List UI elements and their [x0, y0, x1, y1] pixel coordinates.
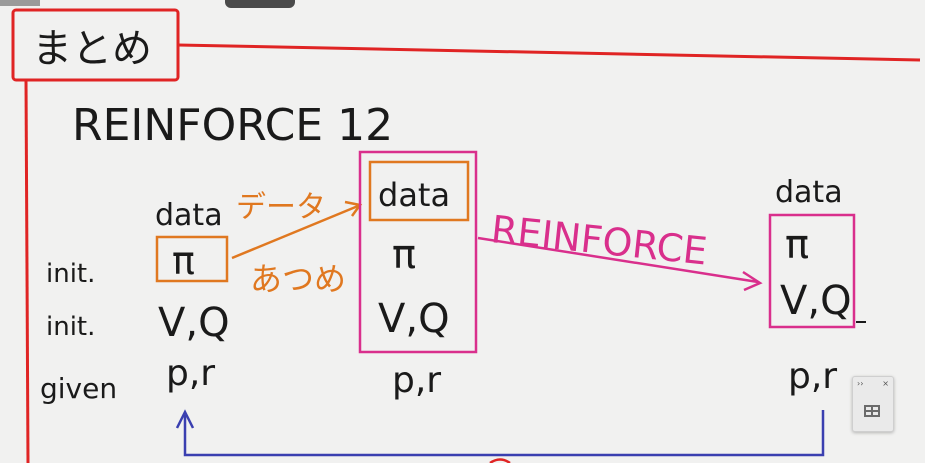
middle-data-box	[368, 160, 470, 222]
right-item-pr: p,r	[788, 356, 837, 397]
frame-left-line	[24, 79, 30, 463]
middle-item-value-q: V,Q	[378, 296, 450, 342]
right-item-value-q: V,Q	[780, 278, 852, 324]
title-text: まとめ	[32, 26, 152, 72]
left-item-pr: p,r	[166, 353, 215, 394]
orange-arrow-top-label: データ	[236, 190, 326, 225]
row-label-given: given	[40, 372, 117, 405]
row-label-init-value: init.	[46, 312, 95, 342]
top-edge-artifact-dark	[225, 0, 295, 8]
left-item-data: data	[155, 198, 223, 233]
panel-title-bar: ›› ×	[857, 379, 889, 389]
blue-arrow-head	[175, 409, 195, 429]
orange-arrow-line	[231, 204, 359, 260]
right-pink-box	[768, 213, 856, 329]
bottom-red-mark	[489, 458, 511, 463]
orange-arrow-bottom-label: あつめ	[250, 260, 346, 298]
heading-text: REINFORCE 12	[72, 100, 393, 151]
middle-item-pr: p,r	[392, 360, 441, 401]
pink-arrow-line	[477, 236, 759, 284]
left-item-value-q: V,Q	[158, 300, 230, 346]
left-policy-box	[155, 235, 229, 283]
blue-feedback-arrow	[183, 410, 825, 457]
middle-item-data: data	[378, 176, 450, 214]
collapse-icon[interactable]: ››	[857, 379, 864, 388]
close-icon[interactable]: ×	[882, 379, 889, 388]
middle-pink-box	[358, 150, 478, 354]
grid-icon[interactable]	[864, 405, 880, 417]
top-edge-artifact	[0, 0, 40, 6]
pink-arrow-head	[742, 270, 763, 292]
row-label-init-policy: init.	[46, 259, 95, 289]
floating-tool-panel[interactable]: ›› ×	[852, 376, 894, 432]
right-item-data: data	[775, 175, 843, 210]
pink-arrow-label: REINFORCE	[489, 207, 709, 273]
middle-item-policy: π	[392, 232, 416, 278]
frame-top-line	[177, 43, 921, 62]
right-item-policy: π	[785, 222, 809, 268]
left-item-policy: π	[172, 239, 195, 283]
